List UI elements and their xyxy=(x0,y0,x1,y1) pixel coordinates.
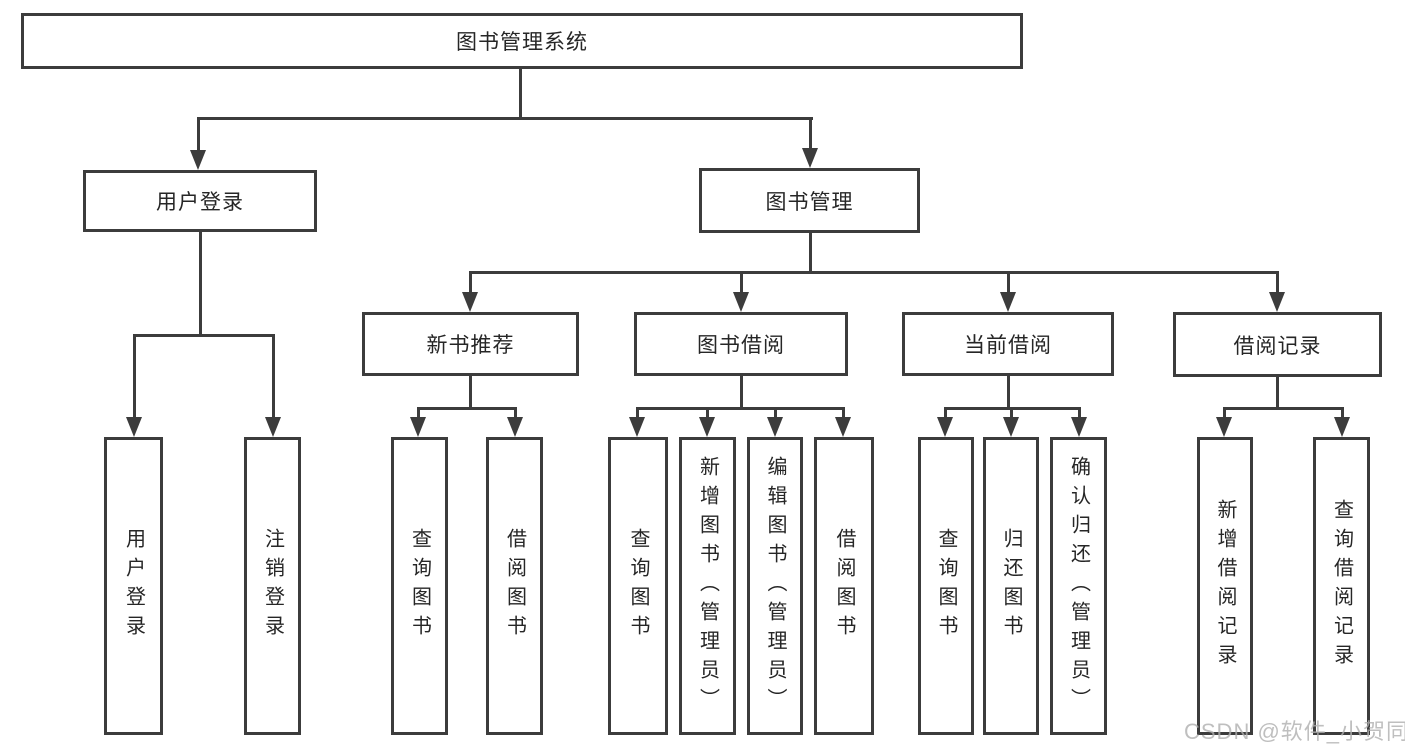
connector-borrowing-records-stem xyxy=(1276,375,1279,410)
node-label: 借阅图书 xyxy=(503,528,526,644)
node-leaf-query-books-3: 查询图书 xyxy=(918,437,974,735)
connector-new-book-rec-stem xyxy=(469,375,472,410)
connector-to-leaf-borrow-books-2 xyxy=(842,407,845,420)
connector-book-management-stem xyxy=(809,233,812,274)
connector-user-login-crossbar xyxy=(133,334,274,337)
node-label: 查询图书 xyxy=(408,528,431,644)
node-label: 图书管理系统 xyxy=(456,31,588,54)
arrowhead-leaf-query-books-1 xyxy=(410,417,426,437)
node-user-login: 用户登录 xyxy=(83,170,317,232)
connector-to-leaf-return-books xyxy=(1010,407,1013,420)
connector-to-book-management xyxy=(809,117,812,151)
node-leaf-query-books-1: 查询图书 xyxy=(391,437,448,735)
arrowhead-leaf-borrow-books-1 xyxy=(507,417,523,437)
arrowhead-leaf-query-books-2 xyxy=(629,417,645,437)
node-leaf-add-book-admin: 新增图书（管理员） xyxy=(679,437,736,735)
csdn-watermark: CSDN @软件_小贺同学 xyxy=(1184,719,1405,744)
node-leaf-query-borrow-record: 查询借阅记录 xyxy=(1313,437,1370,735)
node-leaf-return-books: 归还图书 xyxy=(983,437,1039,735)
connector-to-leaf-query-books-1 xyxy=(417,407,420,420)
connector-to-leaf-query-books-2 xyxy=(636,407,639,420)
connector-to-leaf-edit-book xyxy=(774,407,777,420)
node-leaf-user-login: 用户登录 xyxy=(104,437,163,735)
connector-root-stem xyxy=(519,69,522,119)
node-label: 注销登录 xyxy=(261,528,284,644)
connector-to-leaf-query-books-3 xyxy=(944,407,947,420)
node-book-borrowing: 图书借阅 xyxy=(634,312,848,376)
node-leaf-edit-book-admin: 编辑图书（管理员） xyxy=(747,437,803,735)
connector-book-borrowing-crossbar xyxy=(636,407,844,410)
node-label: 借阅图书 xyxy=(833,528,855,644)
node-leaf-confirm-return-admin: 确认归还（管理员） xyxy=(1050,437,1107,735)
node-leaf-query-books-2: 查询图书 xyxy=(608,437,668,735)
connector-to-leaf-add-book xyxy=(706,407,709,420)
node-label: 确认归还（管理员） xyxy=(1067,455,1090,717)
arrowhead-leaf-query-borrow-record xyxy=(1334,417,1350,437)
connector-to-current-borrowing xyxy=(1007,271,1010,296)
arrowhead-leaf-return-books xyxy=(1003,417,1019,437)
node-new-book-recommendation: 新书推荐 xyxy=(362,312,579,376)
node-leaf-logout: 注销登录 xyxy=(244,437,301,735)
connector-to-leaf-logout xyxy=(272,334,275,420)
node-library-management-system: 图书管理系统 xyxy=(21,13,1023,69)
connector-root-crossbar xyxy=(197,117,813,120)
arrowhead-user-login xyxy=(190,150,206,170)
node-label: 当前借阅 xyxy=(964,334,1052,357)
connector-to-leaf-add-borrow-record xyxy=(1223,407,1226,420)
connector-current-borrowing-stem xyxy=(1007,375,1010,410)
connector-book-borrowing-stem xyxy=(740,375,743,410)
arrowhead-book-borrowing xyxy=(733,292,749,312)
connector-to-leaf-confirm-return xyxy=(1078,407,1081,420)
node-label: 用户登录 xyxy=(156,191,244,214)
connector-to-leaf-query-borrow-record xyxy=(1341,407,1344,420)
arrowhead-leaf-query-books-3 xyxy=(937,417,953,437)
connector-to-borrowing-records xyxy=(1276,271,1279,296)
node-leaf-borrow-books-1: 借阅图书 xyxy=(486,437,543,735)
connector-to-new-book-recommendation xyxy=(469,271,472,296)
node-label: 新书推荐 xyxy=(426,334,515,357)
arrowhead-borrowing-records xyxy=(1269,292,1285,312)
arrowhead-book-management xyxy=(802,148,818,168)
connector-borrowing-records-crossbar xyxy=(1223,407,1343,410)
node-label: 新增图书（管理员） xyxy=(696,455,719,717)
connector-to-book-borrowing xyxy=(740,271,743,296)
arrowhead-new-book-recommendation xyxy=(462,292,478,312)
connector-to-user-login xyxy=(197,117,200,153)
arrowhead-leaf-confirm-return xyxy=(1071,417,1087,437)
node-label: 编辑图书（管理员） xyxy=(764,455,786,717)
arrowhead-leaf-edit-book xyxy=(767,417,783,437)
node-label: 查询借阅记录 xyxy=(1330,499,1353,673)
node-label: 查询图书 xyxy=(627,528,649,644)
connector-new-book-rec-crossbar xyxy=(417,407,517,410)
node-label: 归还图书 xyxy=(1000,528,1022,644)
node-label: 查询图书 xyxy=(935,528,957,644)
node-leaf-add-borrow-record: 新增借阅记录 xyxy=(1197,437,1253,735)
connector-to-leaf-borrow-books-1 xyxy=(514,407,517,420)
arrowhead-current-borrowing xyxy=(1000,292,1016,312)
arrowhead-leaf-add-borrow-record xyxy=(1216,417,1232,437)
node-label: 新增借阅记录 xyxy=(1214,499,1236,673)
connector-user-login-stem xyxy=(199,232,202,336)
node-label: 图书管理 xyxy=(765,190,854,214)
connector-level3-crossbar xyxy=(469,271,1279,274)
arrowhead-leaf-add-book xyxy=(699,417,715,437)
arrowhead-leaf-borrow-books-2 xyxy=(835,417,851,437)
arrowhead-leaf-logout xyxy=(265,417,281,437)
arrowhead-leaf-user-login xyxy=(126,417,142,437)
node-label: 图书借阅 xyxy=(697,334,785,357)
node-leaf-borrow-books-2: 借阅图书 xyxy=(814,437,874,735)
node-label: 借阅记录 xyxy=(1233,334,1322,358)
node-borrowing-records: 借阅记录 xyxy=(1173,312,1382,377)
connector-to-leaf-user-login xyxy=(133,334,136,420)
node-book-management: 图书管理 xyxy=(699,168,920,233)
node-current-borrowing: 当前借阅 xyxy=(902,312,1114,376)
node-label: 用户登录 xyxy=(122,528,145,644)
